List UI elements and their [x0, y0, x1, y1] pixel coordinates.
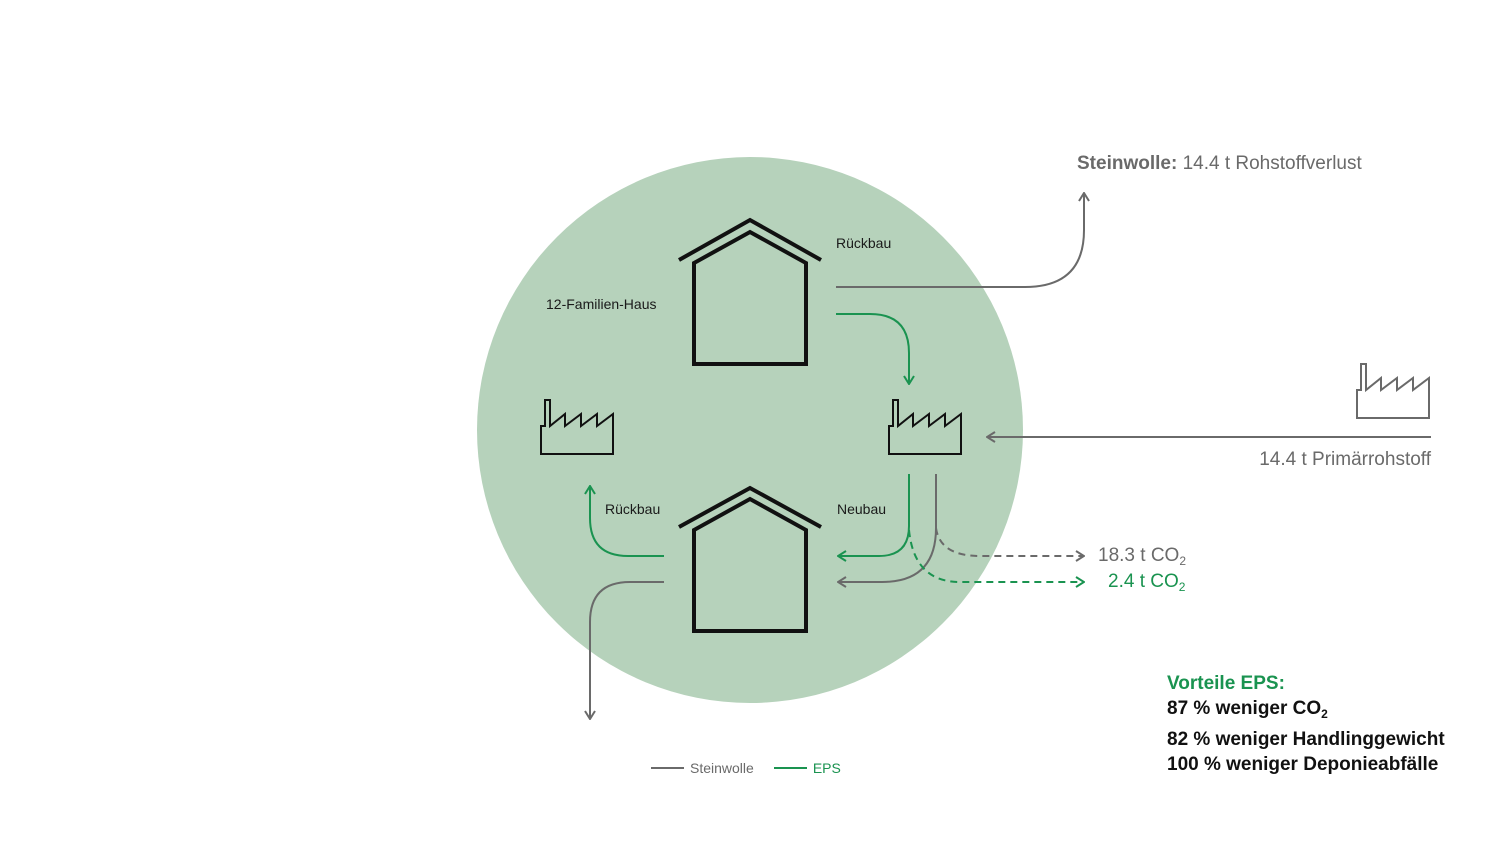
steinwolle-loss-arrow: [836, 193, 1084, 288]
eps-recycle-arrow: [590, 486, 664, 557]
legend-eps-swatch: [773, 767, 807, 769]
benefit-co2: 87 % weniger CO2: [1167, 696, 1445, 727]
legend-steinwolle-label: Steinwolle: [690, 760, 754, 776]
eps-benefits: Vorteile EPS: 87 % weniger CO2 82 % weni…: [1167, 671, 1445, 777]
benefit-landfill: 100 % weniger Deponieabfälle: [1167, 754, 1439, 775]
steinwolle-loss-name: Steinwolle:: [1077, 153, 1178, 174]
co2-steinwolle-value: 18.3 t CO: [1098, 545, 1180, 566]
steinwolle-loss-text: 14.4 t Rohstoffverlust: [1182, 153, 1362, 174]
benefit-co2-text: 87 % weniger CO: [1167, 698, 1322, 719]
benefit-co2-subscript: 2: [1321, 707, 1328, 721]
steinwolle-loss-label: Steinwolle: 14.4 t Rohstoffverlust: [1077, 153, 1362, 175]
factory-external-icon: [1356, 363, 1430, 419]
co2-eps-value: 2.4 t CO: [1108, 571, 1179, 592]
co2-steinwolle-subscript: 2: [1179, 554, 1187, 568]
neubau-label: Neubau: [837, 501, 887, 517]
eps-to-factory-arrow: [836, 313, 909, 384]
house-top-icon: [678, 217, 822, 366]
benefit-weight: 82 % weniger Handlinggewicht: [1167, 729, 1445, 750]
legend: Steinwolle EPS: [651, 760, 841, 776]
legend-steinwolle-swatch: [651, 767, 684, 769]
family-house-label: 12-Familien-Haus: [546, 296, 657, 312]
factory-right-icon: [888, 399, 962, 455]
steinwolle-landfill-arrow: [590, 581, 664, 719]
co2-eps-subscript: 2: [1178, 580, 1186, 594]
eps-to-neubau-arrow: [838, 474, 910, 556]
house-bottom-icon: [678, 485, 822, 633]
benefits-title: Vorteile EPS:: [1167, 673, 1285, 694]
primary-raw-label: 14.4 t Primärrohstoff: [1259, 449, 1431, 470]
cycle-circle: [477, 157, 1023, 703]
steinwolle-co2-arrow: [935, 527, 1084, 556]
co2-steinwolle-label: 18.3 t CO2: [1098, 545, 1186, 568]
co2-eps-label: 2.4 t CO2: [1108, 571, 1185, 594]
rueckbau-left-label: Rückbau: [605, 501, 661, 517]
rueckbau-top-label: Rückbau: [836, 235, 892, 251]
factory-left-icon: [540, 399, 614, 455]
legend-eps-label: EPS: [812, 760, 841, 776]
